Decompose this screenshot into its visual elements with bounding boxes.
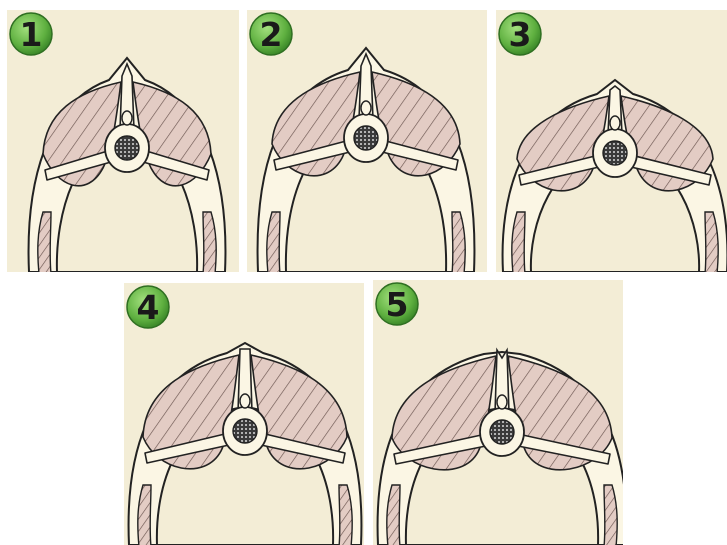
badge-label-5: 5 bbox=[386, 285, 409, 324]
number-badge-1: 1 bbox=[7, 10, 55, 58]
diagram-panel-3: 3 bbox=[496, 10, 727, 272]
vertebral-foramen bbox=[497, 395, 507, 409]
badge-label-2: 2 bbox=[260, 15, 283, 54]
number-badge-5: 5 bbox=[373, 280, 421, 328]
spinal-cord bbox=[490, 420, 514, 444]
spinal-cord bbox=[233, 419, 257, 443]
vertebral-foramen bbox=[122, 111, 132, 125]
spinal-cord bbox=[603, 141, 627, 165]
number-badge-2: 2 bbox=[247, 10, 295, 58]
vertebral-foramen bbox=[610, 116, 620, 130]
number-badge-4: 4 bbox=[124, 283, 172, 331]
badge-label-3: 3 bbox=[509, 15, 532, 54]
spinal-cord bbox=[115, 136, 139, 160]
diagram-panel-1: 1 bbox=[7, 10, 239, 272]
vertebral-foramen bbox=[361, 101, 371, 115]
vertebral-foramen bbox=[240, 394, 250, 408]
badge-label-1: 1 bbox=[20, 15, 43, 54]
diagram-panel-2: 2 bbox=[247, 10, 487, 272]
diagram-panel-5: 5 bbox=[373, 280, 623, 545]
badge-label-4: 4 bbox=[137, 288, 160, 327]
number-badge-3: 3 bbox=[496, 10, 544, 58]
diagram-panel-4: 4 bbox=[124, 283, 364, 545]
spinal-cord bbox=[354, 126, 378, 150]
